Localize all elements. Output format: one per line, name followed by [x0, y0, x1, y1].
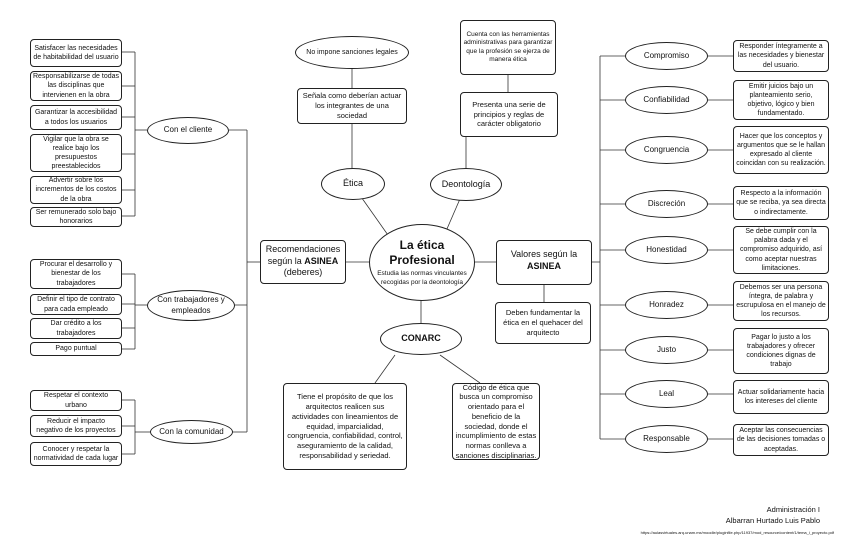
value-desc-leal: Actuar solidariamente hacia los interese… [733, 380, 829, 414]
value-node-leal: Leal [625, 380, 708, 408]
comunidad-item: Conocer y respetar la normatividad de ca… [30, 442, 122, 466]
trabajadores-item: Pago puntual [30, 342, 122, 356]
cliente-item: Responsabilizarse de todas las disciplin… [30, 71, 122, 101]
conarc-purpose: Tiene el propósito de que los arquitecto… [283, 383, 407, 470]
deontologia-description: Presenta una serie de principios y regla… [460, 92, 558, 137]
value-desc-discrecion: Respecto a la información que se reciba,… [733, 186, 829, 220]
valores-node: Valores según la ASINEA [496, 240, 592, 285]
conarc-code: Código de ética que busca un compromiso … [452, 383, 540, 460]
conarc-node: CONARC [380, 323, 462, 355]
valores-prefix: Valores según la [510, 249, 578, 259]
footer-author: Albarran Hurtado Luis Pablo [725, 516, 820, 525]
center-subtitle: Estudia las normas vinculantes recogidas… [377, 270, 467, 286]
recomendaciones-node: Recomendaciones según la ASINEA (deberes… [260, 240, 346, 284]
cliente-item: Vigilar que la obra se realice bajo los … [30, 134, 122, 172]
footer-url: https://aulasvirtuales.arq.unam.mx/moodl… [640, 530, 834, 535]
value-node-compromiso: Compromiso [625, 42, 708, 70]
value-desc-justo: Pagar lo justo a los trabajadores y ofre… [733, 328, 829, 374]
value-desc-responsable: Aceptar las consecuencias de las decisio… [733, 424, 829, 456]
deontologia-note: Cuenta con las herramientas administrati… [460, 20, 556, 75]
cliente-item: Ser remunerado solo bajo honorarios [30, 207, 122, 227]
cliente-item: Garantizar la accesibilidad a todos los … [30, 105, 122, 130]
recomendaciones-suffix: (deberes) [283, 267, 323, 278]
trabajadores-item: Procurar el desarrollo y bienestar de lo… [30, 259, 122, 289]
footer-course: Administración I [766, 505, 820, 514]
recomendaciones-prefix: Recomendaciones según la [265, 244, 341, 266]
center-title: La ética Profesional [389, 238, 455, 268]
value-node-honestidad: Honestidad [625, 236, 708, 264]
value-desc-compromiso: Responder íntegramente a las necesidades… [733, 40, 829, 72]
etica-note: No impone sanciones legales [295, 36, 409, 69]
value-node-discrecion: Discreción [625, 190, 708, 218]
comunidad-item: Reducir el impacto negativo de los proye… [30, 415, 122, 437]
cliente-item: Satisfacer las necesidades de habitabili… [30, 39, 122, 67]
center-node: La ética Profesional Estudia las normas … [369, 224, 475, 301]
value-desc-honestidad: Se debe cumplir con la palabra dada y el… [733, 226, 829, 274]
comunidad-item: Respetar el contexto urbano [30, 390, 122, 411]
trabajadores-item: Dar crédito a los trabajadores [30, 318, 122, 339]
value-desc-confiabilidad: Emitir juicios bajo un planteamiento ser… [733, 80, 829, 120]
cliente-item: Advertir sobre los incrementos de los co… [30, 176, 122, 204]
value-desc-honradez: Debemos ser una persona íntegra, de pala… [733, 281, 829, 321]
value-node-justo: Justo [625, 336, 708, 364]
trabajadores-item: Definir el tipo de contrato para cada em… [30, 294, 122, 315]
value-node-confiabilidad: Confiabilidad [625, 86, 708, 114]
value-desc-congruencia: Hacer que los conceptos y argumentos que… [733, 126, 829, 174]
value-node-congruencia: Congruencia [625, 136, 708, 164]
value-node-responsable: Responsable [625, 425, 708, 453]
trabajadores-node: Con trabajadores y empleados [147, 290, 235, 321]
comunidad-node: Con la comunidad [150, 420, 233, 444]
valores-description: Deben fundamentar la ética en el quehace… [495, 302, 591, 344]
recomendaciones-asinea: ASINEA [304, 255, 339, 266]
cliente-node: Con el cliente [147, 117, 229, 144]
value-node-honradez: Honradez [625, 291, 708, 319]
etica-node: Ética [321, 168, 385, 200]
valores-asinea: ASINEA [526, 260, 561, 271]
deontologia-node: Deontología [430, 168, 502, 201]
etica-description: Señala como deberían actuar los integran… [297, 88, 407, 124]
